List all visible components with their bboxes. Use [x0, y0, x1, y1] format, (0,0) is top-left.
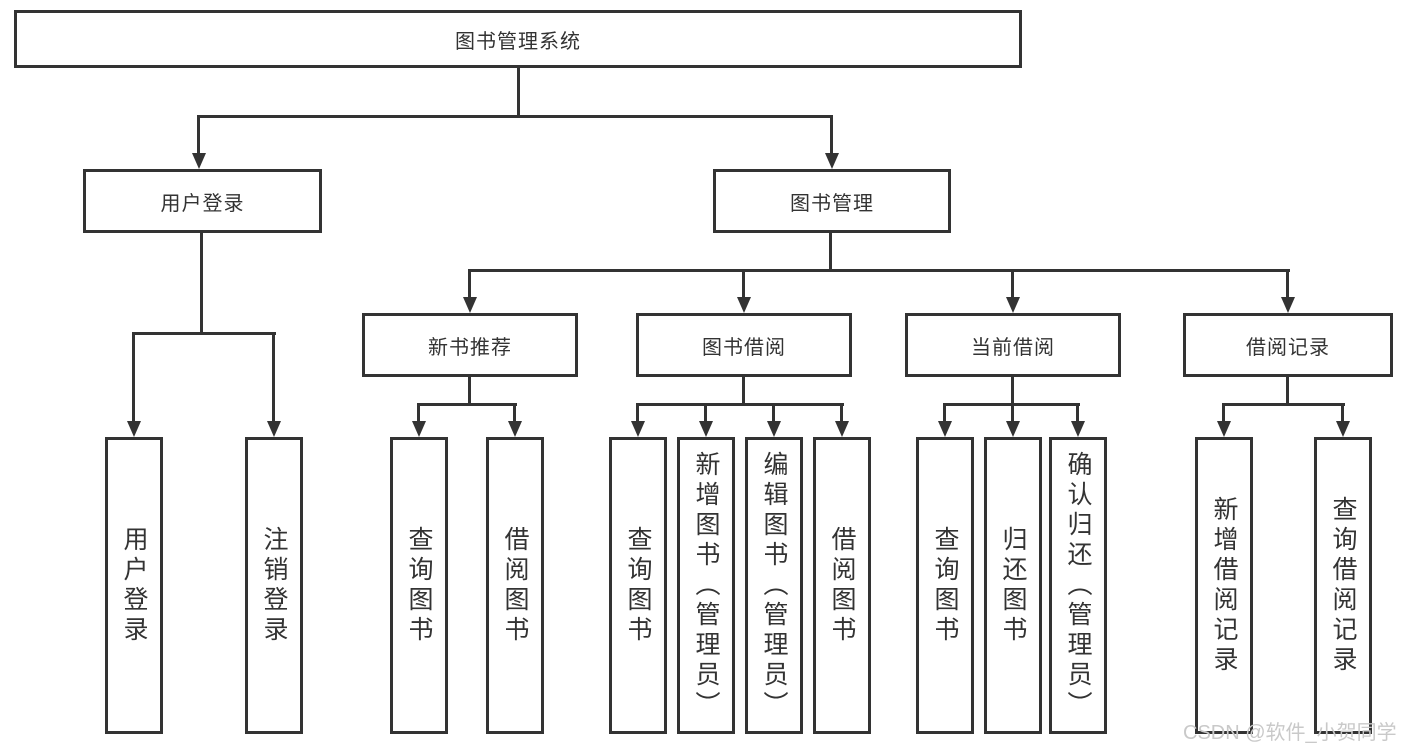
leaf-query-books-1: 查询图书: [390, 437, 448, 734]
connector-arrow-leaf-logout: [272, 332, 275, 421]
connector-arrow-new-book: [468, 269, 471, 297]
leaf-borrow-books-2: 借阅图书: [813, 437, 871, 734]
leaf-edit-books-admin: 编辑图书（管理员）: [745, 437, 803, 734]
leaf-user-login: 用户登录: [105, 437, 163, 734]
connector-level3-rail: [468, 269, 1290, 272]
node-book-management: 图书管理: [713, 169, 951, 233]
connector-borrowing-records-rail: [1222, 403, 1345, 406]
connector-arrow-borrow-books-1: [513, 403, 516, 421]
connector-arrow-query-books-3: [943, 403, 946, 421]
connector-arrow-query-borrow-record: [1341, 403, 1344, 421]
node-root: 图书管理系统: [14, 10, 1022, 68]
node-current-borrowing: 当前借阅: [905, 313, 1121, 377]
connector-arrow-query-books-1: [417, 403, 420, 421]
node-new-book-recommendation: 新书推荐: [362, 313, 578, 377]
connector-current-borrowing-stub: [1011, 377, 1014, 405]
connector-arrow-return-books: [1011, 403, 1014, 421]
connector-arrow-leaf-user-login: [132, 332, 135, 421]
connector-arrow-confirm-return: [1076, 403, 1079, 421]
connector-arrow-add-borrow-record: [1222, 403, 1225, 421]
connector-user-login-rail: [132, 332, 276, 335]
leaf-borrow-books-1: 借阅图书: [486, 437, 544, 734]
connector-borrowing-records-stub: [1286, 377, 1289, 405]
leaf-query-books-3: 查询图书: [916, 437, 974, 734]
connector-book-borrowing-stub: [742, 377, 745, 405]
connector-new-book-rail: [417, 403, 517, 406]
node-borrowing-records: 借阅记录: [1183, 313, 1393, 377]
connector-level2-rail: [197, 115, 833, 118]
leaf-return-books: 归还图书: [984, 437, 1042, 734]
connector-arrow-book-management: [830, 115, 833, 153]
node-book-borrowing: 图书借阅: [636, 313, 852, 377]
leaf-query-borrow-record: 查询借阅记录: [1314, 437, 1372, 734]
connector-root-stub: [517, 68, 520, 118]
leaf-query-books-2: 查询图书: [609, 437, 667, 734]
connector-arrow-borrowing-records: [1286, 269, 1289, 297]
connector-arrow-edit-books: [772, 403, 775, 421]
connector-new-book-stub: [468, 377, 471, 405]
connector-arrow-add-books: [704, 403, 707, 421]
leaf-add-books-admin: 新增图书（管理员）: [677, 437, 735, 734]
connector-user-login-stub: [200, 233, 203, 335]
connector-arrow-borrow-books-2: [840, 403, 843, 421]
connector-book-management-stub: [829, 233, 832, 272]
watermark: CSDN @软件_小贺同学: [1183, 722, 1397, 744]
connector-arrow-user-login: [197, 115, 200, 153]
connector-arrow-book-borrowing: [742, 269, 745, 297]
connector-book-borrowing-rail: [636, 403, 844, 406]
node-user-login: 用户登录: [83, 169, 322, 233]
connector-arrow-current-borrowing: [1011, 269, 1014, 297]
leaf-logout: 注销登录: [245, 437, 303, 734]
connector-arrow-query-books-2: [636, 403, 639, 421]
leaf-add-borrow-record: 新增借阅记录: [1195, 437, 1253, 734]
leaf-confirm-return-admin: 确认归还（管理员）: [1049, 437, 1107, 734]
